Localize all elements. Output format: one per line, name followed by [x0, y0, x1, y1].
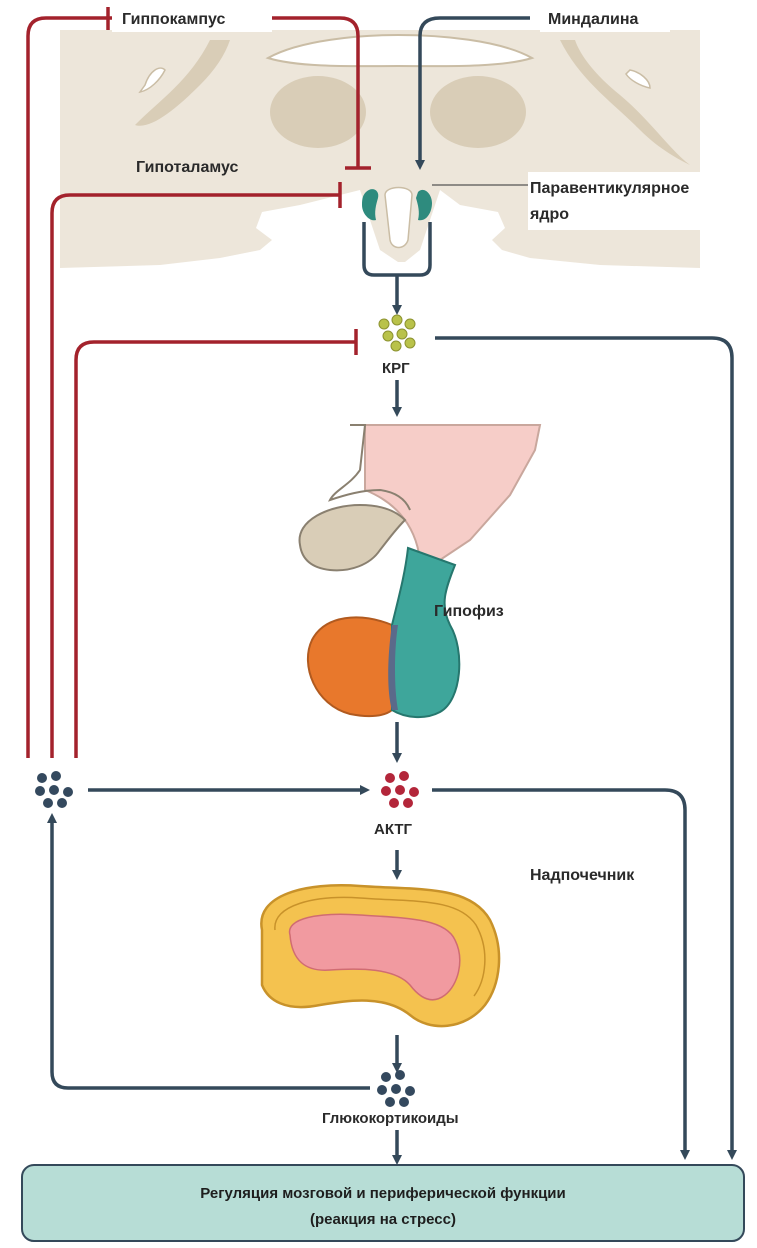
label-acth: АКТГ: [374, 821, 413, 838]
glucocorticoid-dots: [377, 1070, 415, 1107]
pituitary-gland: [300, 425, 540, 717]
label-paraventricular: Паравентикулярное: [530, 180, 689, 197]
thalamus-left: [270, 76, 366, 148]
feedback-hormone-dots: [35, 771, 73, 808]
pituitary-anterior-lobe: [308, 617, 392, 716]
outcome-box: [22, 1165, 744, 1241]
label-pituitary: Гипофиз: [434, 603, 504, 620]
outcome-line1: Регуляция мозговой и периферической функ…: [200, 1185, 566, 1202]
acth-dots: [381, 771, 419, 808]
optic-structure: [300, 505, 405, 570]
label-adrenal: Надпочечник: [530, 867, 635, 884]
label-hypothalamus: Гипоталамус: [136, 159, 238, 176]
hypothalamus-feedback-line: [52, 195, 340, 758]
label-hippocampus: Гиппокампус: [122, 11, 226, 28]
label-paraventricular-line2: ядро: [529, 206, 569, 223]
adrenal-gland: [261, 885, 499, 1026]
pituitary-posterior-lobe: [392, 548, 459, 717]
brain-section: [60, 30, 700, 268]
label-amygdala: Миндалина: [548, 11, 639, 28]
label-glucocorticoids: Глюкокортикоиды: [322, 1110, 459, 1127]
label-crh: КРГ: [382, 360, 410, 377]
thalamus-right: [430, 76, 526, 148]
crh-dots: [379, 315, 415, 351]
outcome-line2: (реакция на стресс): [310, 1211, 456, 1228]
